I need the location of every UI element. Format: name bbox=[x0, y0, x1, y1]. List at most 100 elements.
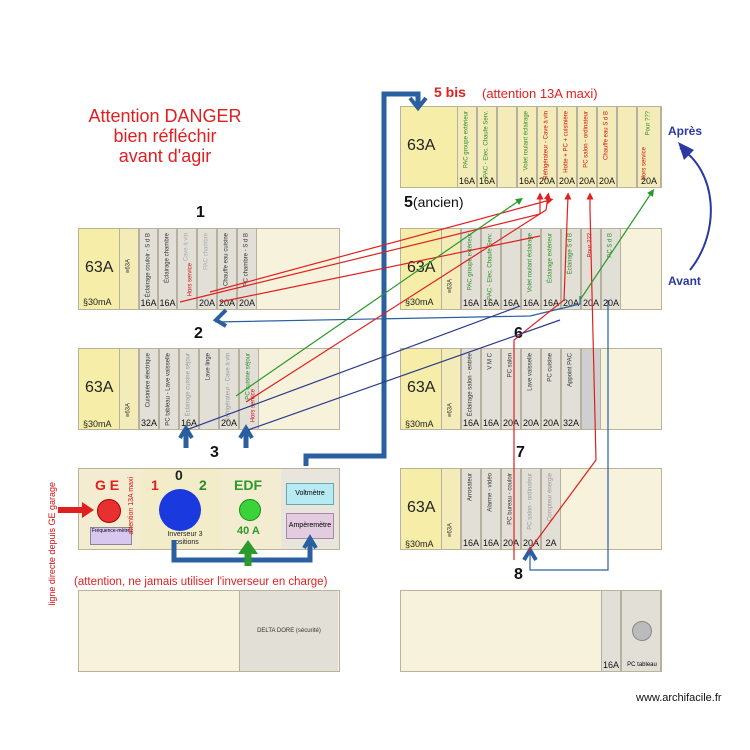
wire-panel-1-to-5 bbox=[215, 296, 581, 323]
breaker-amp: 16A bbox=[180, 418, 197, 428]
breaker: PAC - Elec. Chaufe Serv.16A bbox=[477, 107, 497, 187]
pc-label: PC tableau bbox=[627, 662, 657, 668]
breaker-amp: 32A bbox=[140, 418, 157, 428]
delta-dore-label: DELTA DORE (sécurité) bbox=[257, 628, 321, 634]
breaker-spare bbox=[581, 349, 601, 429]
generator-light bbox=[97, 499, 121, 523]
breaker: 16A bbox=[501, 229, 521, 309]
socket-module: PC tableau bbox=[621, 591, 661, 671]
breaker-amp: 16A bbox=[482, 298, 499, 308]
panel-number-2: 2 bbox=[194, 325, 203, 342]
breaker-amp: 20A bbox=[522, 418, 539, 428]
warning-line-1: Attention DANGER bbox=[88, 106, 242, 126]
breaker-amp: 16A bbox=[482, 538, 499, 548]
breaker bbox=[617, 107, 637, 187]
breaker-amp: 20A bbox=[502, 418, 519, 428]
breaker-amp: 20A bbox=[218, 298, 235, 308]
breaker: 16A bbox=[601, 591, 621, 671]
voltmeter: Voltmètre bbox=[286, 483, 334, 505]
panel-number-7: 7 bbox=[516, 444, 525, 461]
differential-breaker: ≡63A bbox=[441, 349, 461, 429]
red-wire-4 bbox=[513, 192, 572, 560]
breaker-amp: 16A bbox=[458, 176, 475, 186]
arrow-panel-2-a-head bbox=[178, 424, 194, 440]
panel-number-8: 8 bbox=[514, 566, 523, 583]
differential-rating: §30mA bbox=[83, 297, 112, 307]
breaker-amp: 20A bbox=[522, 538, 539, 548]
blue-wire-1 bbox=[185, 305, 521, 431]
edf-light bbox=[239, 499, 261, 521]
after-label: Après bbox=[668, 124, 703, 138]
breaker-amp: 16A bbox=[518, 176, 535, 186]
differential-breaker: ≡63A bbox=[441, 469, 461, 549]
main-breaker bbox=[401, 349, 442, 429]
breaker: Lave linge bbox=[199, 349, 219, 429]
breaker: PC tableau - Lave vaisselle bbox=[159, 349, 179, 429]
panel-bottom-right: 16A PC tableau bbox=[400, 590, 662, 672]
breaker-amp: 16A bbox=[602, 660, 619, 670]
breaker-amp: 20A bbox=[562, 298, 579, 308]
breaker-amp: 20A bbox=[598, 176, 615, 186]
arrow-panel-2-b-head bbox=[238, 424, 254, 440]
panel-5-suffix: (ancien) bbox=[412, 194, 464, 210]
breaker-amp: 16A bbox=[542, 298, 559, 308]
red-wire-6 bbox=[219, 235, 541, 303]
main-breaker bbox=[401, 107, 458, 187]
differential-breaker: ≡63A bbox=[119, 229, 139, 309]
breaker-amp: 16A bbox=[482, 418, 499, 428]
panel-5bis-note: (attention 13A maxi) bbox=[482, 86, 598, 101]
breaker-amp: 20A bbox=[582, 298, 599, 308]
position-one: 1 bbox=[151, 477, 159, 493]
main-breaker bbox=[401, 229, 442, 309]
arrow-into-5bis bbox=[408, 96, 428, 112]
main-breaker-rating: 63A bbox=[407, 499, 436, 516]
breaker-amp: 20A bbox=[538, 176, 555, 186]
breaker-amp: 20A bbox=[640, 176, 657, 186]
differential-rating: §30mA bbox=[405, 539, 434, 549]
watermark: www.archifacile.fr bbox=[636, 692, 722, 704]
breaker-amp: 16A bbox=[522, 298, 539, 308]
inverter-knob[interactable] bbox=[159, 489, 201, 531]
main-breaker-rating: 63A bbox=[85, 259, 114, 276]
before-after-arrow bbox=[679, 147, 712, 271]
green-wire-1 bbox=[235, 197, 523, 397]
panel-bottom-left: DELTA DORE (sécurité) bbox=[78, 590, 340, 672]
edf-label: EDF bbox=[234, 477, 262, 493]
danger-warning: Attention DANGER bien réfléchir avant d'… bbox=[70, 106, 260, 166]
warning-line-2: bien réfléchir bbox=[113, 126, 217, 146]
ge-label: G E bbox=[95, 477, 120, 493]
breaker-amp: 20A bbox=[558, 176, 575, 186]
blue-wire-2 bbox=[247, 319, 561, 431]
breaker-amp: 16A bbox=[462, 418, 479, 428]
differential-breaker: ≡63A bbox=[441, 229, 461, 309]
ge-direct-arrowhead bbox=[82, 502, 94, 518]
breaker-amp: 20A bbox=[542, 418, 559, 428]
position-two: 2 bbox=[199, 477, 207, 493]
main-breaker-rating: 63A bbox=[407, 379, 436, 396]
before-after-arrowhead bbox=[678, 142, 694, 160]
before-label: Avant bbox=[668, 274, 701, 288]
socket-icon bbox=[632, 621, 652, 641]
breaker-amp: 16A bbox=[478, 176, 495, 186]
main-breaker-rating: 63A bbox=[85, 379, 114, 396]
